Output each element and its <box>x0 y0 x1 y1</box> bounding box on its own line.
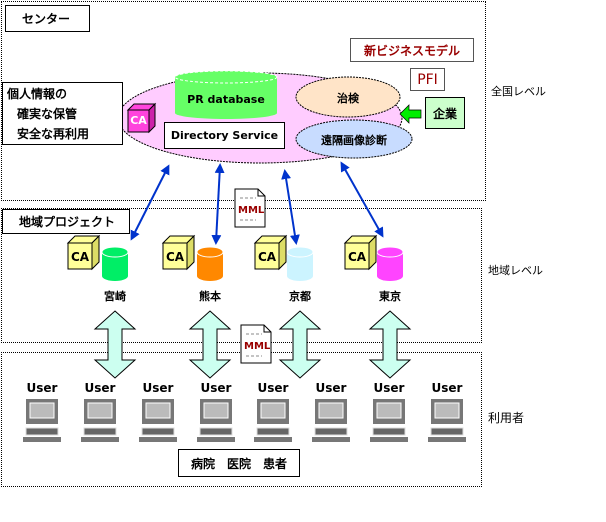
computer-icon <box>254 399 292 442</box>
ca-cube-icon: CA <box>161 234 196 271</box>
user-label: User <box>142 381 174 395</box>
clinical-trial-ellipse <box>295 76 401 118</box>
region-0-group: CA <box>66 234 129 281</box>
pfi-label: PFI <box>417 71 438 88</box>
user-label: User <box>257 381 289 395</box>
region-2-group: CA <box>253 234 314 281</box>
computer-icon <box>370 399 408 442</box>
center-ca-label: CA <box>130 114 147 127</box>
data-flow-arrow-0 <box>93 310 137 379</box>
business-model-label: 新ビジネスモデル <box>363 43 460 58</box>
company-label: 企業 <box>432 106 457 121</box>
center-title-text: センター <box>22 12 71 26</box>
computer-icon <box>139 399 177 442</box>
telemedicine-ellipse <box>295 119 413 159</box>
computer-icon <box>23 399 61 442</box>
user-label: User <box>84 381 116 395</box>
ca-cube-icon: CA <box>66 234 101 271</box>
company-arrow <box>399 104 422 124</box>
regional-project-text: 地域プロジェクト <box>19 215 116 229</box>
region-database-icon <box>286 246 314 281</box>
directory-service-label: Directory Service <box>170 129 279 142</box>
national-level-label: 全国レベル <box>491 85 546 98</box>
center-title: センター <box>5 5 90 32</box>
svg-text:MML: MML <box>238 205 265 216</box>
privacy-line-1: 個人情報の <box>7 86 68 101</box>
data-flow-arrow-3 <box>368 310 412 379</box>
regional-level-label: 地域レベル <box>488 264 543 277</box>
user-label: User <box>431 381 463 395</box>
company-box: 企業 <box>425 97 465 129</box>
ca-cube-icon: CA <box>343 234 378 271</box>
clinical-trial-label: 治検 <box>337 92 359 105</box>
computer-icon <box>81 399 119 442</box>
region-3-group: CA <box>343 234 404 281</box>
region-1-group: CA <box>161 234 224 281</box>
region-label-0: 宮崎 <box>104 290 126 303</box>
center-ca-cube <box>126 102 157 134</box>
user-label: User <box>200 381 232 395</box>
user-level-label: 利用者 <box>488 411 525 425</box>
user-label: User <box>26 381 58 395</box>
business-model-box: 新ビジネスモデル <box>350 38 474 62</box>
user-types-label: 病院 医院 患者 <box>190 456 287 471</box>
data-flow-arrow-1 <box>188 310 232 379</box>
computer-icon <box>197 399 235 442</box>
data-flow-arrow-2 <box>278 310 322 379</box>
mml-document-icon-1: MML <box>234 188 266 228</box>
ca-label: CA <box>166 250 185 264</box>
ca-label: CA <box>348 250 367 264</box>
regional-project-title: 地域プロジェクト <box>2 209 130 234</box>
region-label-2: 京都 <box>289 290 311 303</box>
computer-icon <box>312 399 350 442</box>
computer-icon <box>428 399 466 442</box>
privacy-box: 個人情報の 確実な保管 安全な再利用 <box>2 82 123 145</box>
privacy-line-2: 確実な保管 <box>17 106 78 121</box>
region-database-icon <box>376 246 404 281</box>
pfi-box: PFI <box>410 68 445 91</box>
region-label-1: 熊本 <box>199 290 221 303</box>
ca-cube-icon: CA <box>253 234 288 271</box>
user-label: User <box>373 381 405 395</box>
ca-label: CA <box>71 250 90 264</box>
pr-database-label: PR database <box>187 93 265 106</box>
svg-text:MML: MML <box>244 341 271 352</box>
link-tokyo <box>340 161 384 238</box>
privacy-line-3: 安全な再利用 <box>17 126 90 141</box>
directory-service-box: Directory Service <box>164 122 285 149</box>
user-label: User <box>315 381 347 395</box>
mml-document-icon-2: MML <box>240 324 272 364</box>
link-miyazaki <box>130 164 170 241</box>
pr-database-cylinder <box>174 70 278 119</box>
link-kumamoto <box>211 163 225 245</box>
link-kyoto <box>281 169 300 245</box>
region-database-icon <box>101 246 129 281</box>
region-database-icon <box>196 246 224 281</box>
telemedicine-label: 遠隔画像診断 <box>321 134 387 147</box>
region-label-3: 東京 <box>379 290 401 303</box>
ca-label: CA <box>258 250 277 264</box>
user-types-box: 病院 医院 患者 <box>178 449 300 477</box>
